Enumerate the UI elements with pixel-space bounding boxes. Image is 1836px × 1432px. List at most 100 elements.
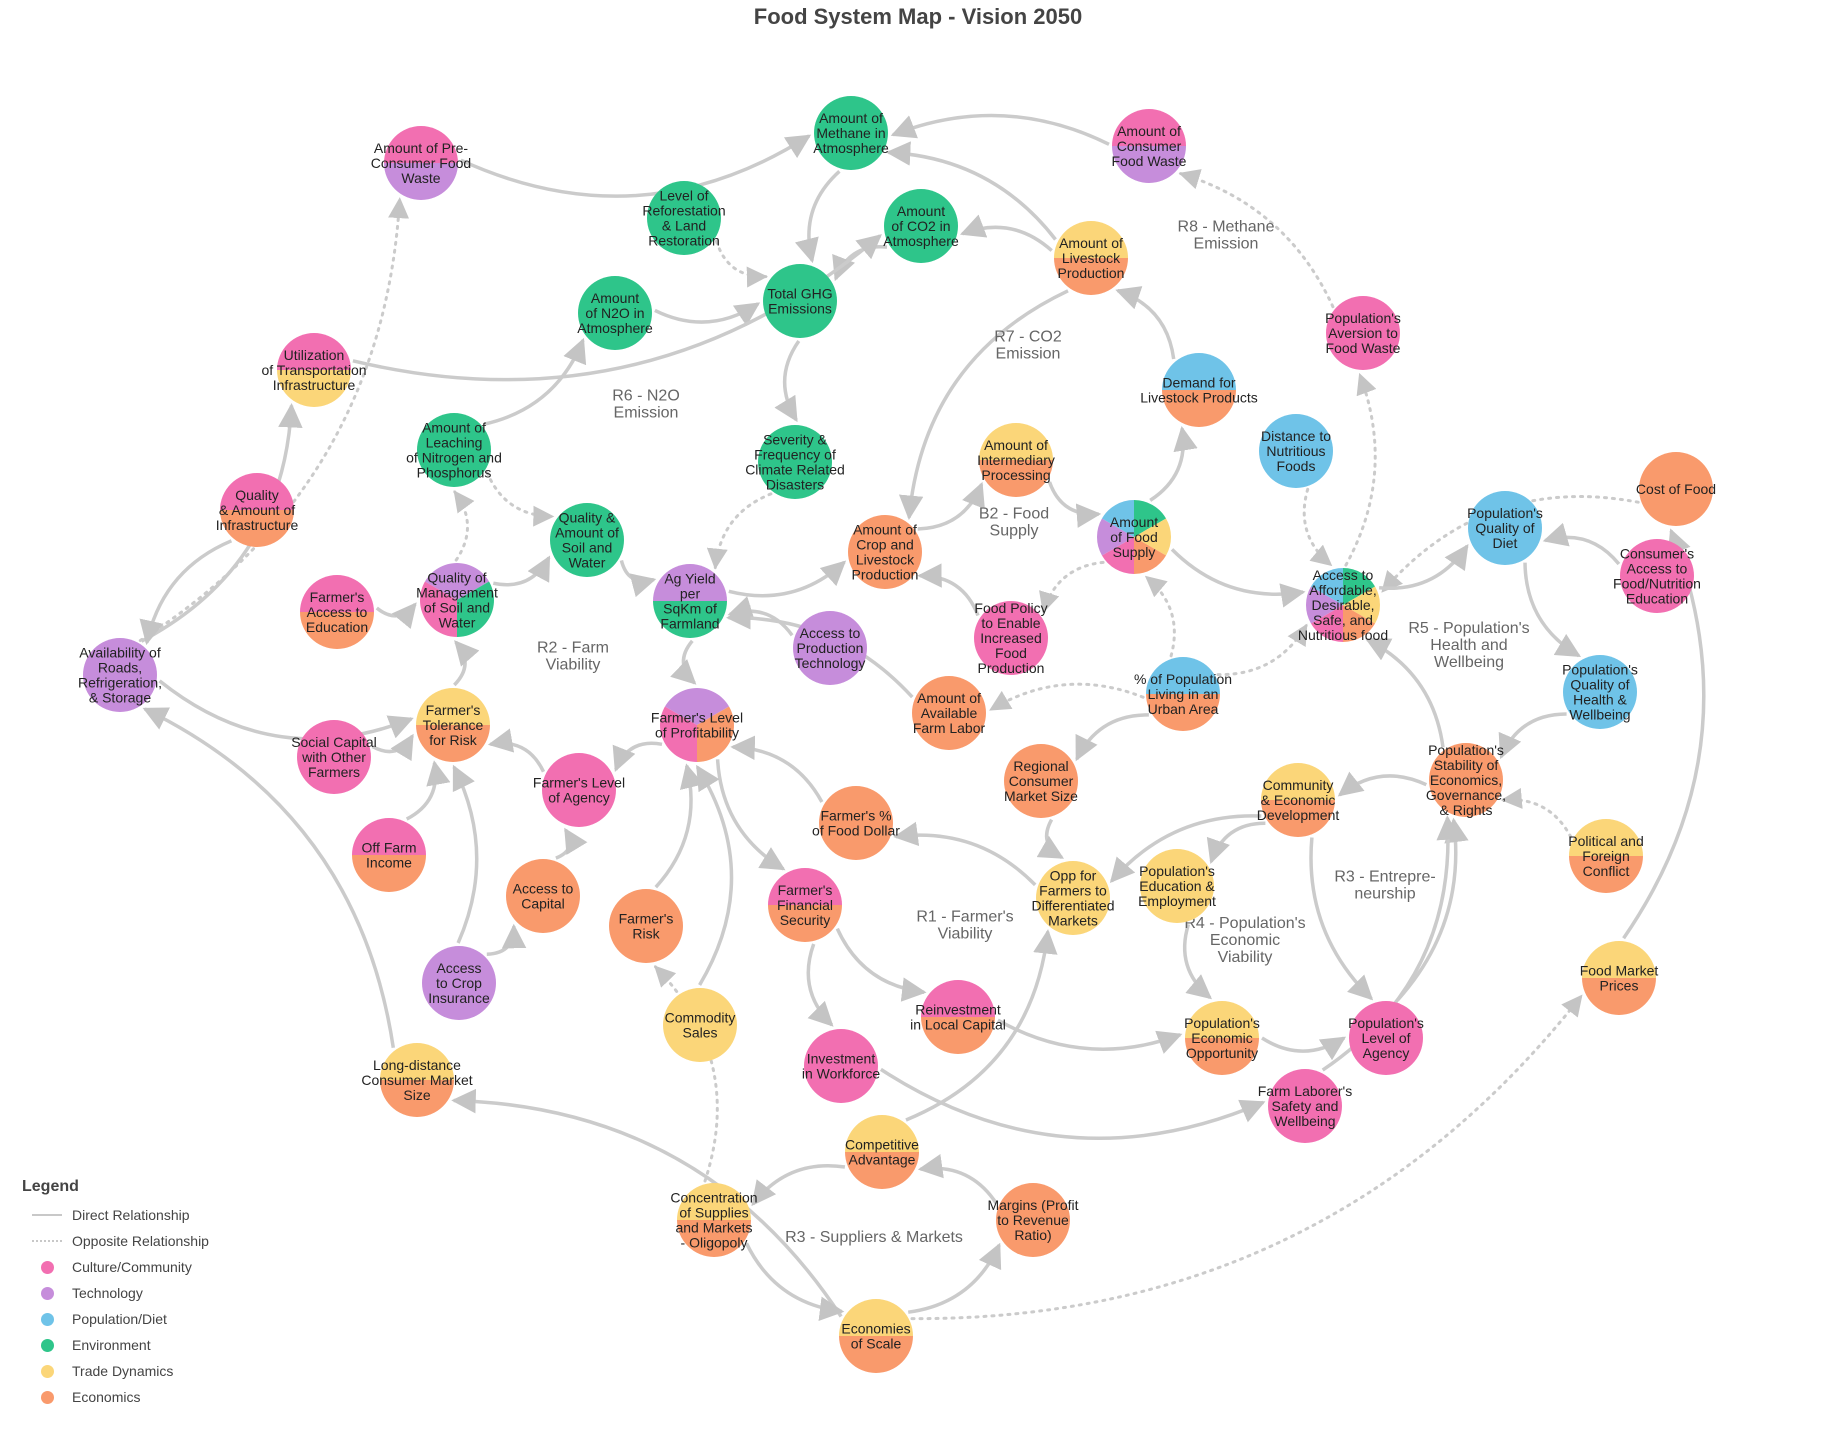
node-circle (578, 276, 652, 350)
node-slice (1343, 586, 1380, 624)
link-cropInsurance-to-accessCapital (486, 923, 527, 956)
link-commodity-to-profitability (695, 764, 734, 986)
legend-label: Economics (72, 1389, 141, 1405)
node-slice (677, 1220, 751, 1257)
link-tolerance-to-soilMgmt (453, 640, 480, 687)
node-circle (647, 181, 721, 255)
link-urbanPop-to-farmLabor (989, 682, 1145, 712)
node-slice (1112, 109, 1186, 146)
node-label: Cost of Food (1636, 481, 1716, 497)
node-slice (1112, 146, 1186, 183)
legend-swatch (22, 1214, 72, 1216)
node-slice (277, 333, 351, 370)
link-accessCapital-to-farmerAgency (555, 827, 588, 860)
link-economies-to-longDistance (451, 1088, 843, 1318)
node-circle (609, 889, 683, 963)
node-foodDollar[interactable]: Farmer's %of Food Dollar (812, 786, 900, 860)
legend-label: Trade Dynamics (72, 1363, 174, 1379)
link-preWaste-to-methane (460, 134, 812, 198)
node-slice (979, 423, 1053, 460)
node-slice (1569, 856, 1643, 893)
legend-item-technology: Technology (22, 1280, 209, 1306)
node-circle (1259, 414, 1333, 488)
link-livestock-to-methane (885, 141, 1057, 241)
node-slice (384, 126, 458, 163)
node-slice (220, 510, 294, 547)
node-costFood[interactable]: Cost of Food (1636, 452, 1716, 526)
link-popEducation-to-econOpp (1182, 923, 1212, 1000)
node-slice (380, 1043, 454, 1080)
